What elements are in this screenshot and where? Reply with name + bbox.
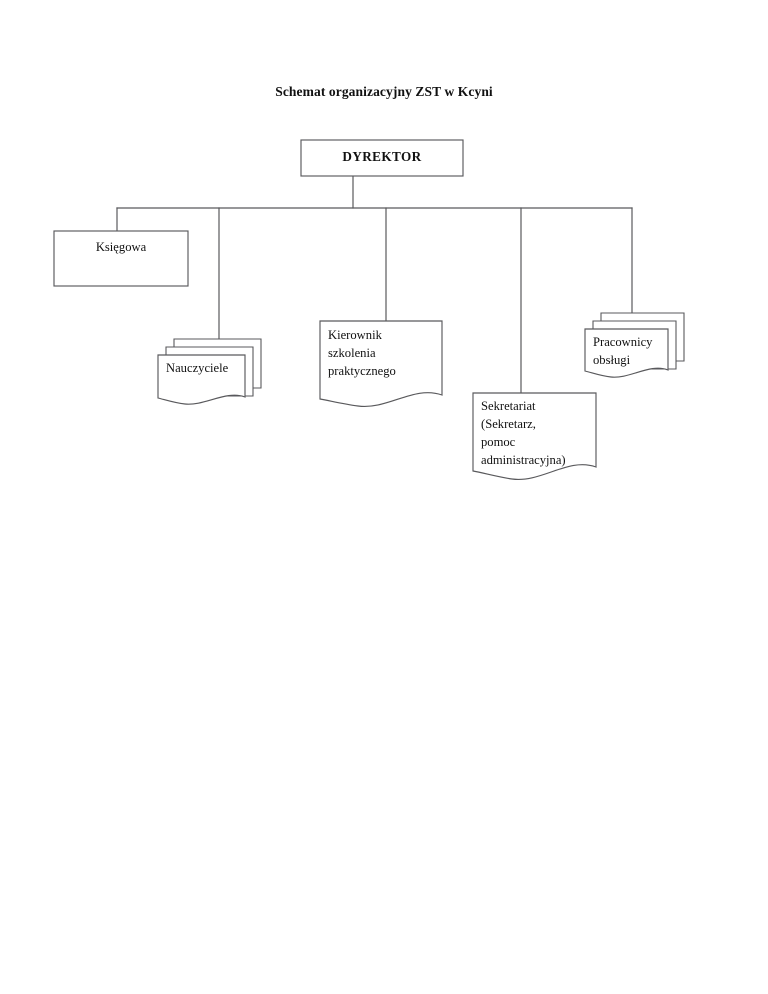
node-sekretariat-sheet bbox=[472, 392, 597, 480]
node-dyrektor-label: DYREKTOR bbox=[342, 149, 421, 164]
node-dyrektor-box bbox=[300, 139, 464, 177]
node-pracownicy-line-2: obsługi bbox=[593, 353, 631, 367]
node-kierownik-line-3: praktycznego bbox=[328, 364, 396, 378]
page-title: Schemat organizacyjny ZST w Kcyni bbox=[275, 84, 493, 99]
node-kierownik-line-1: Kierownik bbox=[328, 328, 383, 342]
node-ksiegowa-label: Księgowa bbox=[96, 240, 147, 254]
node-ksiegowa-box bbox=[53, 230, 189, 287]
connector-lines bbox=[116, 175, 633, 394]
node-kierownik-line-2: szkolenia bbox=[328, 346, 376, 360]
node-pracownicy[interactable]: Pracownicy obsługi bbox=[584, 312, 685, 378]
node-kierownik-sheet bbox=[319, 320, 443, 407]
node-sekretariat-line-3: pomoc bbox=[481, 435, 516, 449]
node-dyrektor[interactable]: DYREKTOR bbox=[300, 139, 464, 177]
node-pracownicy-sheet-front bbox=[584, 328, 669, 378]
node-sekretariat[interactable]: Sekretariat (Sekretarz, pomoc administra… bbox=[472, 392, 597, 480]
node-sekretariat-line-2: (Sekretarz, bbox=[481, 417, 536, 431]
node-nauczyciele-sheet-front bbox=[157, 354, 246, 405]
node-kierownik[interactable]: Kierownik szkolenia praktycznego bbox=[319, 320, 443, 407]
node-ksiegowa[interactable]: Księgowa bbox=[53, 230, 189, 287]
node-nauczyciele[interactable]: Nauczyciele bbox=[157, 338, 262, 405]
node-nauczyciele-label: Nauczyciele bbox=[166, 361, 229, 375]
node-sekretariat-line-1: Sekretariat bbox=[481, 399, 536, 413]
node-sekretariat-line-4: administracyjna) bbox=[481, 453, 566, 467]
node-pracownicy-line-1: Pracownicy bbox=[593, 335, 653, 349]
